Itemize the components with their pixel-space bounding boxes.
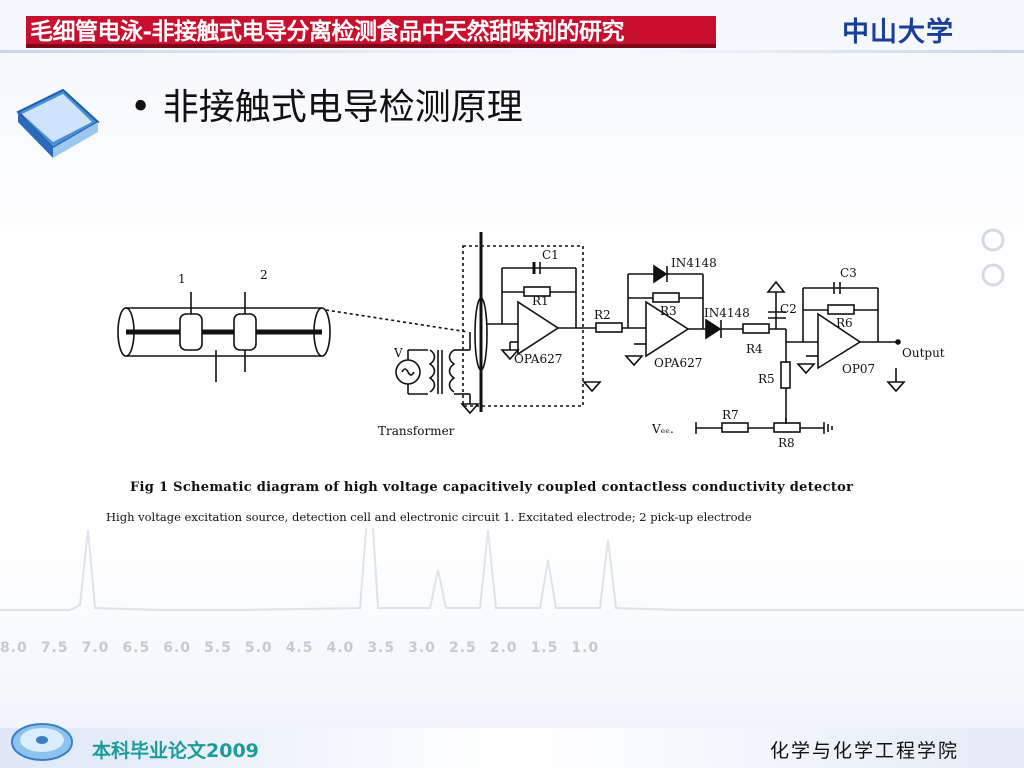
c3-label: C3 (840, 266, 857, 280)
footer-thesis-label: 本科毕业论文2009 (92, 740, 259, 762)
scale-tick: 5.5 (204, 640, 232, 656)
bullet-dot: • (130, 87, 163, 128)
opa627-2-label: OPA627 (654, 356, 703, 370)
r8-label: R8 (778, 436, 795, 450)
slide-bullet: • 非接触式电导检测原理 (130, 78, 523, 130)
scale-tick: 2.5 (448, 640, 477, 656)
scale-tick: 1.0 (571, 640, 600, 656)
vcc-label: Vₑₑ. (652, 422, 674, 436)
header-divider (0, 50, 1024, 53)
r1-label: R1 (532, 294, 549, 308)
book-icon (16, 88, 100, 158)
scale-tick: 7.5 (40, 640, 69, 656)
r6-label: R6 (836, 316, 853, 330)
scale-tick: 4.5 (285, 640, 314, 656)
presentation-title: 毛细管电泳-非接触式电导分离检测食品中天然甜味剂的研究 (26, 16, 716, 48)
r7-label: R7 (722, 408, 739, 422)
op07-label: OP07 (842, 362, 876, 376)
v-label: V (394, 346, 403, 360)
r5-label: R5 (758, 372, 775, 386)
in4148-mid-label: IN4148 (704, 306, 750, 320)
transformer-label: Transformer (378, 424, 455, 438)
footer-school-name: 化学与化学工程学院 (770, 740, 960, 762)
in4148-top-label: IN4148 (671, 256, 717, 270)
scale-tick: 7.0 (81, 640, 110, 656)
figure-caption-subtitle: High voltage excitation source, detectio… (106, 510, 752, 524)
scale-tick: 8.0 (0, 640, 28, 656)
disc-icon (11, 723, 73, 761)
r3-label: R3 (660, 304, 677, 318)
decorative-circle-icons (981, 228, 1005, 287)
output-label: Output (902, 346, 945, 360)
scale-tick: 6.0 (163, 640, 192, 656)
electrode-1-label: 1 (178, 272, 186, 286)
scale-tick: 3.5 (367, 640, 396, 656)
scale-tick: 1.5 (530, 640, 559, 656)
footer-band (0, 728, 1024, 768)
scale-tick: 2.0 (489, 640, 518, 656)
university-name: 中山大学 (842, 17, 954, 48)
r2-label: R2 (594, 308, 611, 322)
scale-tick: 4.0 (326, 640, 355, 656)
electrode-2-label: 2 (260, 268, 268, 282)
scale-tick: 3.0 (408, 640, 436, 656)
scale-tick: 5.0 (244, 640, 273, 656)
bullet-text: 非接触式电导检测原理 (162, 87, 523, 128)
c1-label: C1 (542, 248, 559, 262)
background-spectrum (0, 479, 1024, 611)
opa627-1-label: OPA627 (514, 352, 563, 366)
c2-label: C2 (780, 302, 797, 316)
circuit-diagram (117, 232, 906, 434)
scale-tick: 6.5 (122, 640, 151, 656)
figure-caption-title: Fig 1 Schematic diagram of high voltage … (130, 480, 854, 495)
schematic-figure: 1 2 C1 R1 R2 IN4148 R3 IN4148 C2 C3 R6 R… (98, 232, 966, 528)
background-scale: 8.0 7.5 7.0 6.5 6.0 5.5 5.0 4.5 4.0 3.5 3.0 2.5 2.0 1… (0, 640, 720, 662)
r4-label: R4 (746, 342, 763, 356)
